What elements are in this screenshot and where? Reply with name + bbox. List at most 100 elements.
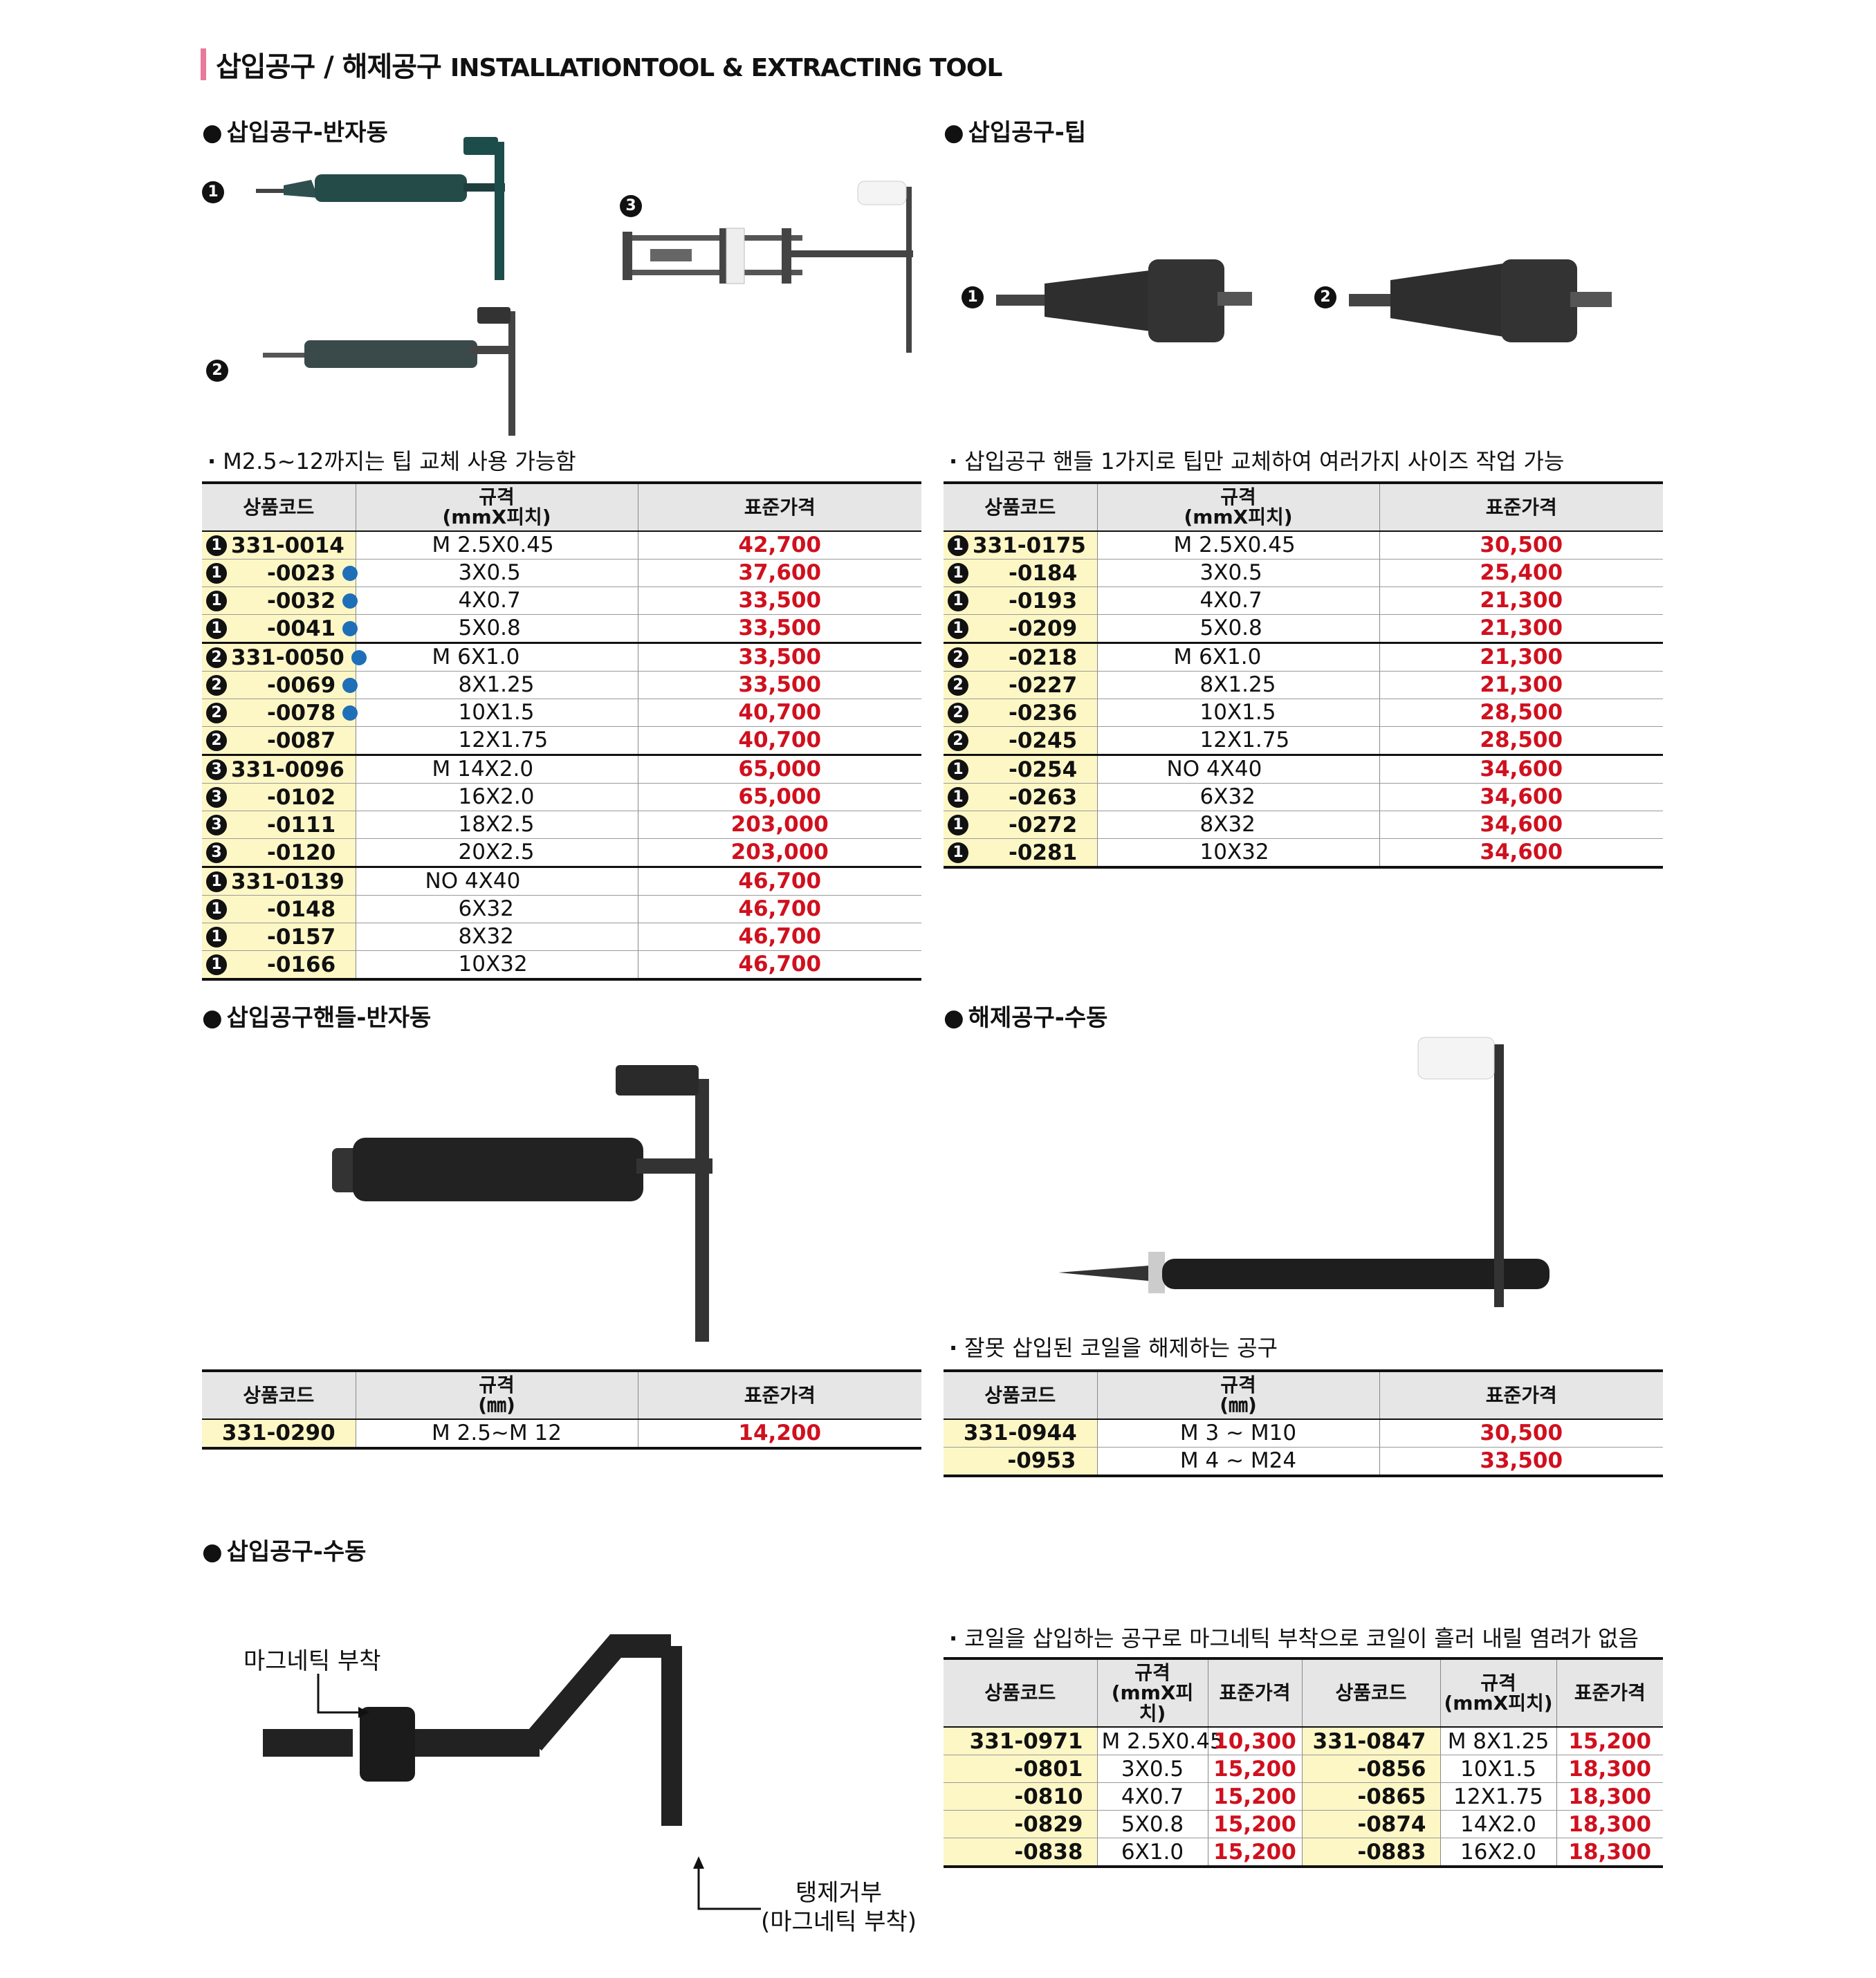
spec-cell: 8X32 — [1096, 811, 1379, 839]
product-code: -0218 — [1009, 645, 1078, 671]
handle-image — [332, 1065, 712, 1342]
spec-cell: M 6X1.0 — [1096, 641, 1379, 672]
spec-cell: 8X32 — [355, 923, 638, 951]
product-code: 331-0971 — [944, 1727, 1097, 1756]
number-marker: 2 — [948, 703, 968, 724]
product-code: -0838 — [944, 1838, 1097, 1867]
product-code: 331-0847 — [1301, 1727, 1440, 1756]
spec-cell: 8X1.25 — [1096, 671, 1379, 699]
number-marker: 2 — [206, 730, 227, 752]
semi-auto-tool-2-image — [263, 307, 515, 436]
note-extract: 잘못 삽입된 코일을 해제하는 공구 — [949, 1331, 1278, 1362]
col-price: 표준가격 — [1379, 1371, 1663, 1420]
spec-cell: 5X0.8 — [1096, 1810, 1208, 1839]
price-cell: 15,200 — [1207, 1810, 1302, 1839]
tip-1-image — [996, 259, 1252, 342]
semi-auto-tool-1-image — [256, 137, 505, 280]
price-cell: 28,500 — [1379, 699, 1663, 727]
spec-cell: 3X0.5 — [1096, 1755, 1208, 1784]
product-code: -0087 — [267, 728, 336, 754]
spec-cell: 6X32 — [1096, 783, 1379, 811]
price-cell: 28,500 — [1379, 726, 1663, 755]
code-cell: 1-0193 — [944, 586, 1097, 615]
spec-cell: M 2.5X0.45 — [355, 530, 638, 560]
product-code: 331-0014 — [231, 533, 344, 559]
tip-2-image — [1349, 259, 1612, 342]
page-title-en: INSTALLATIONTOOL & EXTRACTING TOOL — [450, 54, 1003, 82]
title-accent-bar — [201, 48, 206, 80]
price-cell: 21,300 — [1379, 586, 1663, 615]
col-spec: 규격(㎜) — [355, 1371, 638, 1420]
number-marker: 1 — [206, 535, 227, 557]
product-code: -0281 — [1009, 840, 1078, 866]
magnetic-arrow-icon — [317, 1674, 369, 1718]
product-code: -0157 — [267, 925, 336, 950]
product-code: -0874 — [1301, 1810, 1440, 1839]
tip-marker-2: 2 — [1314, 286, 1336, 308]
number-marker: 1 — [206, 871, 227, 893]
spec-cell: 10X32 — [355, 950, 638, 980]
code-cell: 2 -0087 — [202, 726, 356, 755]
tang-callout-line1: 탱제거부 — [795, 1879, 883, 1907]
spec-cell: 6X1.0 — [1096, 1838, 1208, 1867]
code-cell: 1 -0209 — [944, 614, 1097, 643]
spec-cell: M 3 ~ M10 — [1096, 1418, 1379, 1448]
section-manual-heading: 삽입공구-수동 — [202, 1533, 367, 1566]
price-cell: 21,300 — [1379, 671, 1663, 699]
spec-cell: 16X2.0 — [1440, 1838, 1556, 1867]
col-spec-2: 규격(mmX피치) — [1440, 1658, 1556, 1728]
col-spec: 규격(mmX피치) — [355, 483, 638, 532]
product-code: -0801 — [944, 1755, 1097, 1784]
code-cell: 2-0245 — [944, 726, 1097, 755]
product-code: -0041 — [267, 616, 336, 642]
price-cell: 42,700 — [637, 530, 921, 560]
price-cell: 203,000 — [637, 838, 921, 867]
code-cell: 2-0069 — [202, 671, 358, 699]
spec-cell: NO 4X40 — [1096, 753, 1379, 784]
number-marker: 3 — [206, 815, 227, 836]
number-marker: 1 — [206, 899, 227, 921]
tip-marker-1: 1 — [962, 286, 984, 308]
number-marker: 1 — [948, 842, 968, 864]
product-code: -0111 — [267, 813, 336, 838]
code-cell: 1-0272 — [944, 811, 1097, 839]
col-code-2: 상품코드 — [1301, 1658, 1440, 1728]
product-code: -0810 — [944, 1782, 1097, 1811]
spec-cell: 10X1.5 — [1440, 1755, 1556, 1784]
price-cell: 46,700 — [637, 950, 921, 980]
number-marker: 1 — [948, 618, 968, 640]
col-spec: 규격(mmX피치) — [1096, 1658, 1208, 1728]
manual-price-table: 상품코드 규격(mmX피치) 표준가격 상품코드 규격(mmX피치) 표준가격 … — [944, 1657, 1663, 1869]
code-cell: 1-0032 — [202, 586, 358, 615]
section-extract-heading: 해제공구-수동 — [944, 999, 1108, 1033]
price-cell: 14,200 — [637, 1418, 921, 1449]
tang-callout: 탱제거부 (마그네틱 부착) — [761, 1878, 917, 1937]
product-code: -0209 — [1009, 616, 1078, 642]
price-cell: 15,200 — [1207, 1755, 1302, 1784]
product-code: -0148 — [267, 897, 336, 923]
product-code: -0856 — [1301, 1755, 1440, 1784]
spec-cell: 12X1.75 — [1440, 1782, 1556, 1811]
note-semi-auto: M2.5~12까지는 팁 교체 사용 가능함 — [208, 444, 576, 476]
product-code: 331-0175 — [973, 533, 1086, 559]
